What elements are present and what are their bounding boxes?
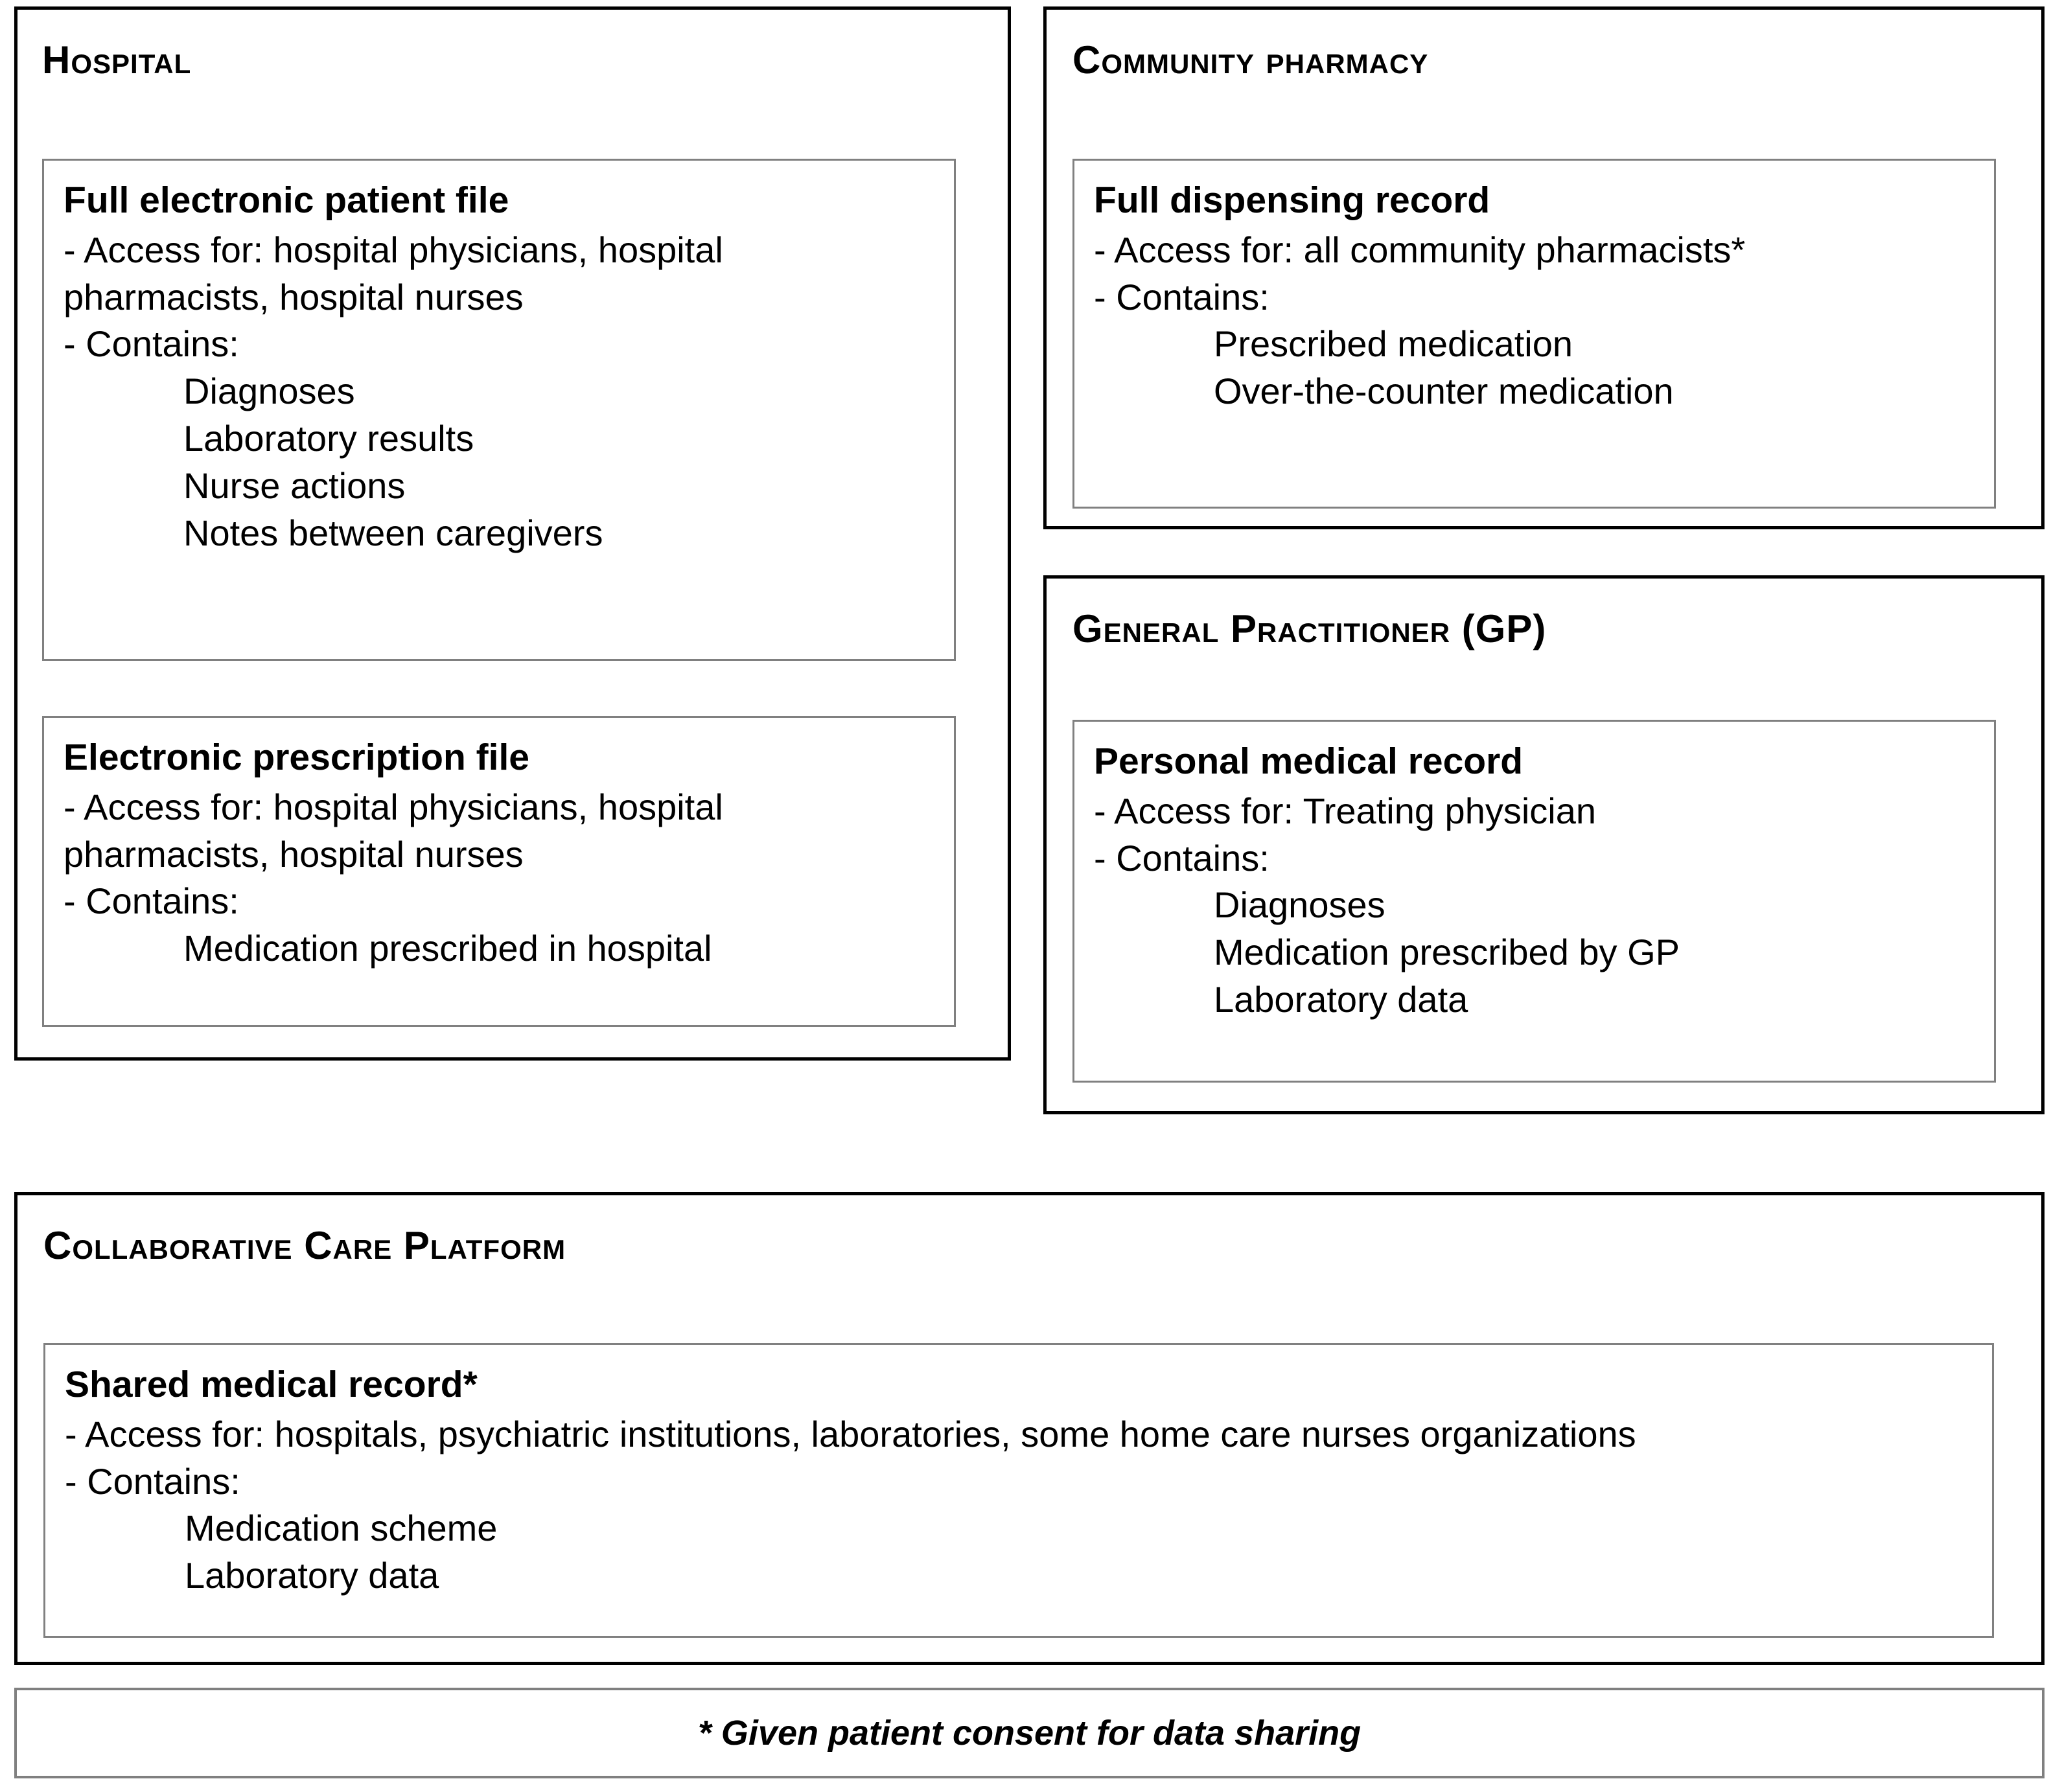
record-contains-label: - Contains: <box>1094 837 1269 879</box>
record-access: - Access for: hospitals, psychiatric ins… <box>65 1413 1636 1454</box>
record-access: - Access for: hospital physicians, hospi… <box>64 229 723 317</box>
record-shared-medical-record: Shared medical record* - Access for: hos… <box>43 1343 1994 1638</box>
section-title-community-pharmacy: Community pharmacy <box>1072 38 1429 82</box>
record-item: Nurse actions <box>183 465 406 506</box>
record-item: Prescribed medication <box>1214 323 1573 365</box>
record-item: Laboratory results <box>183 418 474 459</box>
record-contains-label: - Contains: <box>65 1460 240 1502</box>
record-item: Diagnoses <box>1214 884 1385 926</box>
record-access: - Access for: hospital physicians, hospi… <box>64 786 723 875</box>
record-contains-label: - Contains: <box>64 323 239 365</box>
record-name: Shared medical record* <box>65 1364 478 1405</box>
record-item: Medication prescribed in hospital <box>183 928 712 969</box>
record-electronic-prescription-file: Electronic prescription file - Access fo… <box>42 716 956 1027</box>
record-name: Electronic prescription file <box>64 737 530 778</box>
footnote-text: * Given patient consent for data sharing <box>697 1714 1362 1752</box>
record-personal-medical-record: Personal medical record - Access for: Tr… <box>1072 720 1996 1083</box>
footnote-bar: * Given patient consent for data sharing <box>14 1688 2045 1778</box>
record-access: - Access for: all community pharmacists* <box>1094 229 1746 270</box>
record-name: Personal medical record <box>1094 741 1524 782</box>
record-access: - Access for: Treating physician <box>1094 790 1597 831</box>
record-contains-label: - Contains: <box>64 880 239 922</box>
record-item: Medication prescribed by GP <box>1214 932 1680 973</box>
section-collaborative-care-platform: Collaborative Care Platform Shared medic… <box>14 1192 2045 1665</box>
record-item: Laboratory data <box>1214 979 1468 1020</box>
section-title-hospital: Hospital <box>42 38 192 82</box>
record-item: Laboratory data <box>185 1555 439 1596</box>
record-contains-label: - Contains: <box>1094 276 1269 317</box>
section-title-collaborative-care-platform: Collaborative Care Platform <box>43 1224 566 1267</box>
record-item: Over-the-counter medication <box>1214 371 1674 412</box>
record-name: Full electronic patient file <box>64 179 509 221</box>
record-item: Diagnoses <box>183 371 355 412</box>
section-title-general-practitioner: General Practitioner (GP) <box>1072 607 1547 650</box>
section-hospital: Hospital Full electronic patient file - … <box>14 6 1011 1061</box>
record-full-electronic-patient-file: Full electronic patient file - Access fo… <box>42 159 956 661</box>
record-item: Medication scheme <box>185 1508 498 1549</box>
record-name: Full dispensing record <box>1094 179 1490 221</box>
section-general-practitioner: General Practitioner (GP) Personal medic… <box>1043 575 2045 1114</box>
record-full-dispensing-record: Full dispensing record - Access for: all… <box>1072 159 1996 509</box>
record-item: Notes between caregivers <box>183 512 603 553</box>
section-community-pharmacy: Community pharmacy Full dispensing recor… <box>1043 6 2045 529</box>
